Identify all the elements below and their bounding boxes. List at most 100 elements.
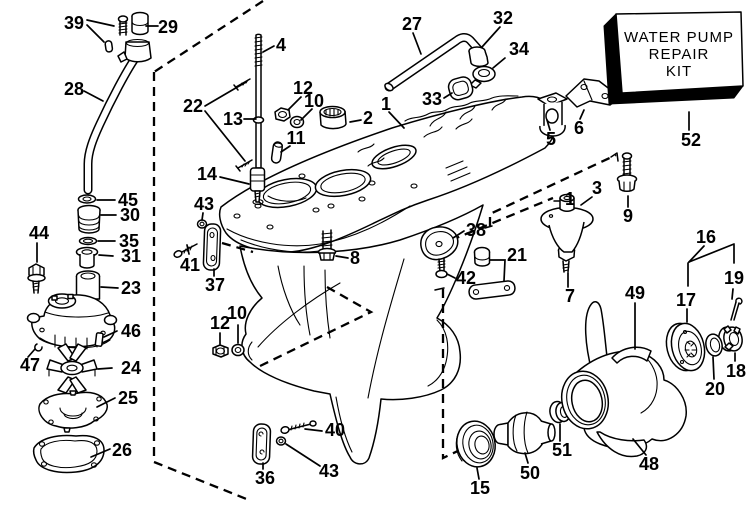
plug-and-plate-21 xyxy=(468,246,516,300)
leader-lines xyxy=(27,19,736,480)
tube-grommet xyxy=(469,65,496,89)
callout-28: 28 xyxy=(64,79,84,99)
callout-37: 37 xyxy=(205,275,225,295)
bearing-carrier xyxy=(455,420,496,468)
callout-12b: 12 xyxy=(210,313,230,333)
leader-50 xyxy=(524,452,529,464)
callout-27: 27 xyxy=(402,14,422,34)
nut-12-lower xyxy=(212,344,229,358)
leader-47 xyxy=(27,348,36,358)
leader-24 xyxy=(97,367,113,370)
leader-43b xyxy=(285,443,321,467)
leader-23 xyxy=(100,286,119,289)
anode-bar-lower xyxy=(251,423,272,465)
cotter-pin xyxy=(730,297,743,321)
leader-1 xyxy=(388,111,405,129)
callout-29: 29 xyxy=(158,17,178,37)
callout-13: 13 xyxy=(223,109,243,129)
callout-41: 41 xyxy=(180,255,200,275)
callout-20: 20 xyxy=(705,379,725,399)
thrust-hub-17 xyxy=(665,322,706,372)
kit-box-line1: WATER PUMP xyxy=(624,29,734,46)
leader-21 xyxy=(489,259,506,282)
leader-14 xyxy=(219,176,250,185)
callout-43a: 43 xyxy=(194,194,214,214)
leader-39b xyxy=(86,24,105,43)
callout-30: 30 xyxy=(120,205,140,225)
callout-45: 45 xyxy=(118,190,138,210)
callout-labels: 39 29 28 4 27 32 34 33 22 13 12 10 11 2 … xyxy=(20,8,746,498)
leader-11 xyxy=(280,145,291,153)
callout-4: 4 xyxy=(276,35,286,55)
pump-gasket xyxy=(32,434,105,474)
leader-41 xyxy=(186,244,190,255)
leader-6 xyxy=(579,109,585,120)
leader-5 xyxy=(546,119,551,131)
leader-25 xyxy=(96,397,116,408)
trim-tab-bolt xyxy=(616,152,638,192)
leader-43a xyxy=(201,212,204,221)
leader-12a xyxy=(287,96,302,111)
leader-48 xyxy=(632,438,647,456)
callout-46: 46 xyxy=(121,321,141,341)
cap-screw-and-pin xyxy=(104,15,129,53)
shift-rod-connector xyxy=(249,167,266,203)
pump-bolt-44 xyxy=(27,263,46,294)
callout-17: 17 xyxy=(676,290,696,310)
detail-boundary-dashed xyxy=(152,0,264,502)
leader-28 xyxy=(83,90,104,102)
leader-3 xyxy=(580,196,593,206)
anode-plate xyxy=(420,226,459,261)
drain-bolt xyxy=(317,229,337,261)
callout-10b: 10 xyxy=(227,303,247,323)
kit-box-line3: KIT xyxy=(666,63,692,80)
washer-10-lower xyxy=(231,343,245,357)
washer-35 xyxy=(78,236,98,246)
prop-nut xyxy=(718,325,743,352)
leader-27 xyxy=(412,32,422,55)
callout-51: 51 xyxy=(552,440,572,460)
pickup-tube xyxy=(83,38,152,195)
callout-42: 42 xyxy=(456,268,476,288)
leader-40 xyxy=(304,428,323,432)
leader-20 xyxy=(712,356,715,380)
callout-40: 40 xyxy=(325,420,345,440)
seal-ring-45 xyxy=(77,194,97,204)
leader-15 xyxy=(476,467,480,480)
callout-38: 38 xyxy=(466,220,486,240)
callout-1: 1 xyxy=(381,94,391,114)
nut-small-lower xyxy=(275,436,287,446)
callout-32: 32 xyxy=(493,8,513,28)
seal-cup-31 xyxy=(75,246,99,269)
leader-2 xyxy=(349,119,362,123)
callout-43b: 43 xyxy=(319,461,339,481)
repair-kit-box: WATER PUMP REPAIR KIT xyxy=(603,11,744,105)
leader-16b xyxy=(688,243,735,263)
callout-6: 6 xyxy=(574,118,584,138)
leader-26 xyxy=(90,448,111,458)
callout-5: 5 xyxy=(546,129,556,149)
tube-cap xyxy=(131,11,149,36)
shift-rod xyxy=(252,33,265,169)
kit-box-line2: REPAIR xyxy=(649,46,710,63)
bearing xyxy=(319,105,347,130)
leader-10a xyxy=(300,108,313,121)
callout-15: 15 xyxy=(470,478,490,498)
anode-screw-lower xyxy=(280,420,317,435)
clip-47 xyxy=(34,343,43,352)
washer-upper xyxy=(289,115,305,129)
gearcase-housing xyxy=(218,95,558,465)
water-pump-housing xyxy=(26,270,118,351)
callout-26: 26 xyxy=(112,440,132,460)
callout-33: 33 xyxy=(422,89,442,109)
leader-8 xyxy=(335,255,349,259)
exhaust-bore xyxy=(314,168,372,198)
callout-31: 31 xyxy=(121,246,141,266)
propeller xyxy=(560,301,687,458)
callout-24: 24 xyxy=(121,358,141,378)
thrust-bushing xyxy=(493,411,556,455)
callout-3: 3 xyxy=(592,178,602,198)
clamp-bracket-5 xyxy=(537,92,568,137)
dowel-pin xyxy=(270,141,284,164)
